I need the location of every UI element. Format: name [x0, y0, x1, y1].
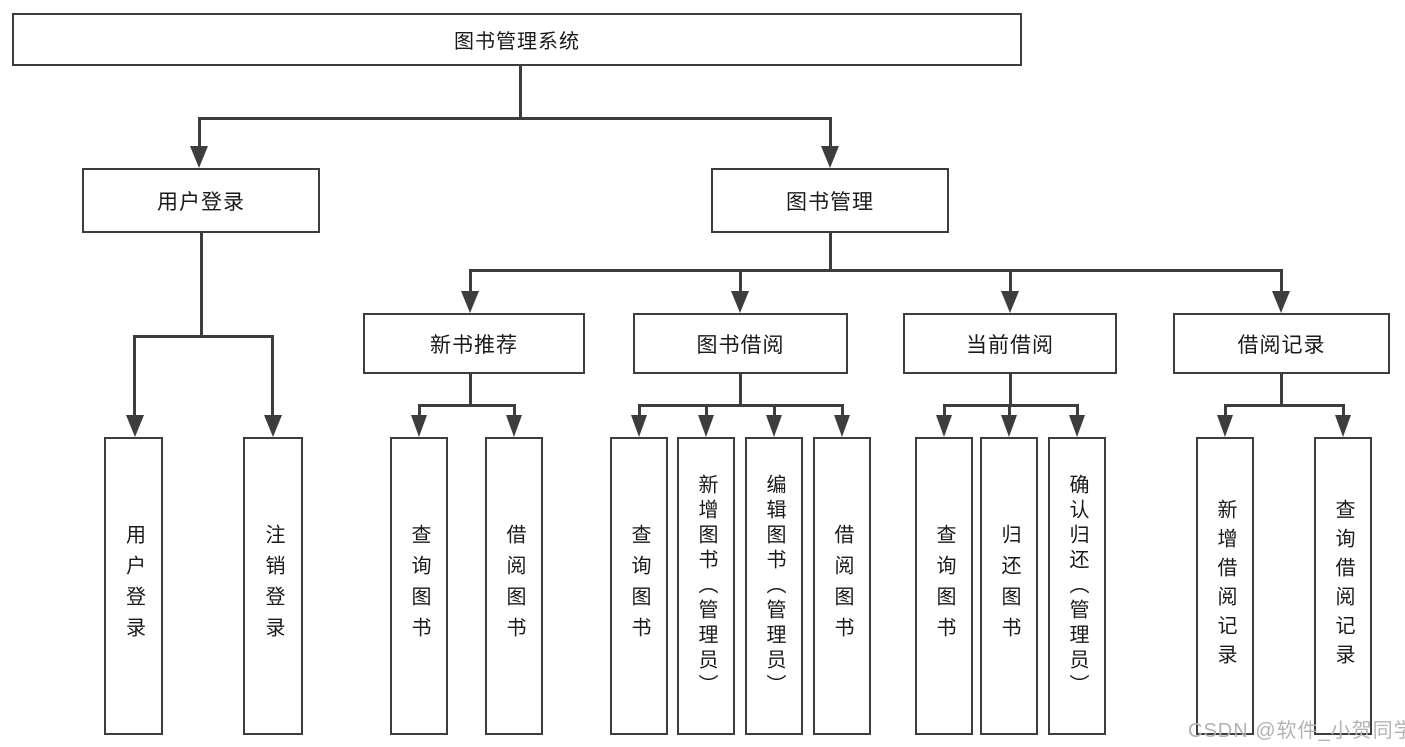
connector-to-new-book-rec — [469, 269, 472, 293]
connector-root-hbar — [198, 117, 832, 120]
connector-nbr-stem — [469, 374, 472, 407]
connector-cb-1 — [943, 404, 946, 417]
arrow-down-icon — [731, 291, 749, 313]
connector-to-book-mgmt — [829, 117, 832, 147]
arrow-down-icon — [190, 146, 208, 168]
arrow-down-icon — [411, 415, 427, 437]
leaf-nbr-query-books: 查询图书 — [390, 437, 448, 735]
connector-userlogin-hbar — [133, 335, 274, 338]
leaf-cb-return-books: 归还图书 — [980, 437, 1038, 735]
connector-to-book-borrow — [739, 269, 742, 293]
connector-to-leaf-logout — [271, 335, 274, 417]
leaf-cb-query-books: 查询图书 — [915, 437, 973, 735]
leaf-logout-login: 注销登录 — [243, 437, 303, 735]
arrow-down-icon — [264, 415, 282, 437]
arrow-down-icon — [766, 415, 782, 437]
connector-root-stem — [519, 66, 522, 120]
connector-br-left — [1224, 404, 1227, 417]
leaf-br-query-record: 查询借阅记录 — [1314, 437, 1372, 735]
connector-br-stem — [1280, 374, 1283, 407]
arrow-down-icon — [461, 291, 479, 313]
arrow-down-icon — [1001, 291, 1019, 313]
connector-bb-hbar — [638, 404, 844, 407]
connector-to-user-login — [198, 117, 201, 147]
arrow-down-icon — [126, 415, 144, 437]
csdn-watermark: CSDN @软件_小贺同学 — [1188, 720, 1405, 742]
arrow-down-icon — [936, 415, 952, 437]
connector-nbr-hbar — [418, 404, 516, 407]
arrow-down-icon — [1001, 415, 1017, 437]
leaf-bb-edit-books-admin: 编辑图书（管理员） — [745, 437, 803, 735]
arrow-down-icon — [1069, 415, 1085, 437]
connector-br-right — [1342, 404, 1345, 417]
connector-nbr-left — [418, 404, 421, 417]
connector-cb-2 — [1008, 404, 1011, 417]
arrow-down-icon — [506, 415, 522, 437]
connector-bookmgmt-stem — [829, 233, 832, 272]
node-new-book-recommend: 新书推荐 — [363, 313, 585, 374]
node-library-management-system: 图书管理系统 — [12, 13, 1022, 66]
leaf-nbr-borrow-books: 借阅图书 — [485, 437, 543, 735]
connector-bb-1 — [638, 404, 641, 417]
leaf-bb-borrow-books: 借阅图书 — [813, 437, 871, 735]
node-book-borrowing: 图书借阅 — [633, 313, 848, 374]
connector-cb-stem — [1009, 374, 1012, 407]
connector-userlogin-stem — [200, 233, 203, 338]
arrow-down-icon — [1335, 415, 1351, 437]
connector-bb-3 — [773, 404, 776, 417]
arrow-down-icon — [1272, 291, 1290, 313]
node-current-borrowing: 当前借阅 — [903, 313, 1117, 374]
connector-bb-2 — [705, 404, 708, 417]
leaf-br-add-record: 新增借阅记录 — [1196, 437, 1254, 735]
connector-bookmgmt-hbar — [469, 269, 1283, 272]
connector-cb-3 — [1076, 404, 1079, 417]
leaf-cb-confirm-return-admin: 确认归还（管理员） — [1048, 437, 1106, 735]
node-user-login: 用户登录 — [82, 168, 320, 233]
arrow-down-icon — [698, 415, 714, 437]
connector-to-borrow-records — [1280, 269, 1283, 293]
arrow-down-icon — [821, 146, 839, 168]
connector-bb-stem — [739, 374, 742, 407]
leaf-bb-add-books-admin: 新增图书（管理员） — [677, 437, 735, 735]
connector-br-hbar — [1224, 404, 1344, 407]
node-book-management: 图书管理 — [711, 168, 949, 233]
leaf-user-login: 用户登录 — [104, 437, 163, 735]
arrow-down-icon — [631, 415, 647, 437]
connector-to-current-borrow — [1009, 269, 1012, 293]
arrow-down-icon — [1217, 415, 1233, 437]
connector-to-leaf-user-login — [133, 335, 136, 417]
connector-nbr-right — [513, 404, 516, 417]
leaf-bb-query-books: 查询图书 — [610, 437, 668, 735]
connector-bb-4 — [841, 404, 844, 417]
arrow-down-icon — [834, 415, 850, 437]
node-borrowing-records: 借阅记录 — [1173, 313, 1390, 374]
